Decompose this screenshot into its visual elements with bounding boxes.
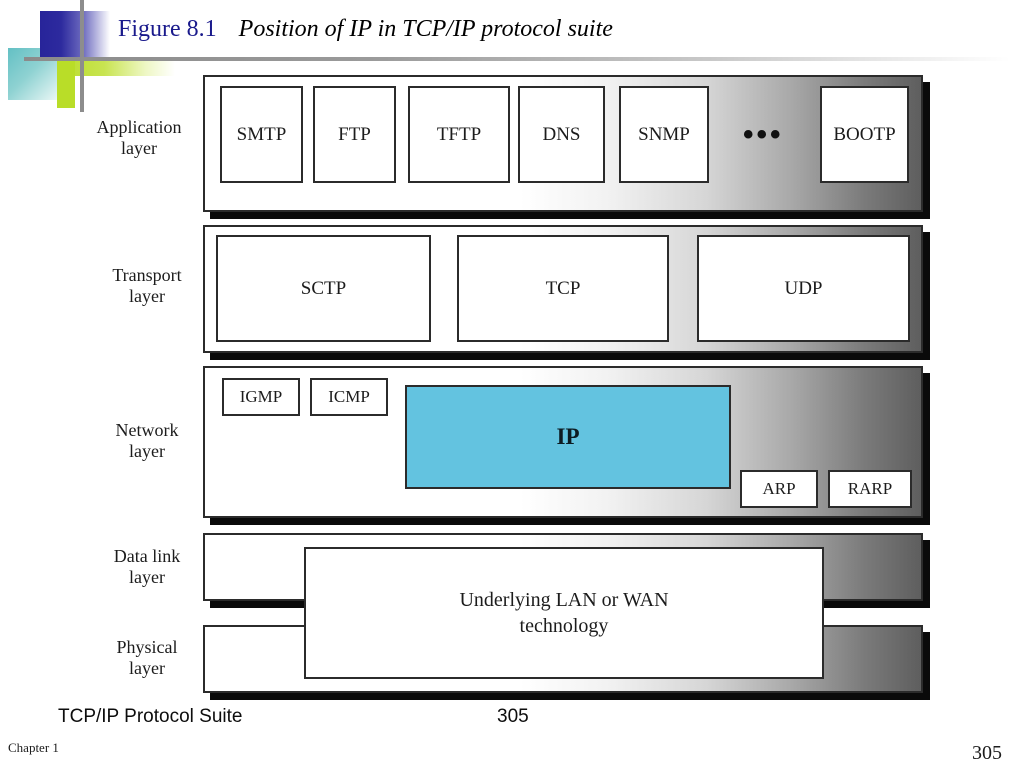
protocol-box-icmp[interactable]: ICMP [310, 378, 388, 416]
protocol-box-bootp[interactable]: BOOTP [820, 86, 909, 183]
header-divider [24, 57, 1010, 61]
logo-navy-square [40, 11, 110, 61]
protocol-box-dns[interactable]: DNS [518, 86, 605, 183]
footer-page-number: 305 [497, 706, 529, 727]
layer-label-transport: Transport layer [72, 265, 222, 307]
protocol-box-udp[interactable]: UDP [697, 235, 910, 342]
layer-label-line2: layer [121, 138, 157, 159]
figure-caption: Position of IP in TCP/IP protocol suite [238, 16, 613, 42]
layer-label-line2: layer [129, 441, 165, 462]
protocol-box-sctp[interactable]: SCTP [216, 235, 431, 342]
underlying-line1: Underlying LAN or WAN [459, 589, 669, 611]
layer-label-network: Network layer [72, 420, 222, 462]
layer-label-line2: layer [129, 658, 165, 679]
layer-label-physical: Physical layer [72, 637, 222, 679]
layer-label-application: Application layer [64, 117, 214, 159]
protocol-box-tftp[interactable]: TFTP [408, 86, 510, 183]
underlying-technology-box[interactable]: Underlying LAN or WAN technology [304, 547, 824, 679]
figure-number: Figure 8.1 [118, 16, 217, 42]
footer-book-title: TCP/IP Protocol Suite [58, 706, 243, 727]
layer-label-line1: Physical [116, 637, 178, 657]
protocol-box-ftp[interactable]: FTP [313, 86, 396, 183]
logo-green-upright [57, 52, 75, 108]
protocol-box-tcp[interactable]: TCP [457, 235, 669, 342]
protocol-box-smtp[interactable]: SMTP [220, 86, 303, 183]
underlying-line2: technology [519, 615, 609, 637]
ellipsis-icon: ••• [743, 118, 784, 151]
protocol-box-igmp[interactable]: IGMP [222, 378, 300, 416]
logo-green-bar [57, 58, 175, 76]
page-title: Figure 8.1 Position of IP in TCP/IP proto… [118, 16, 613, 43]
footer-chapter: Chapter 1 [8, 740, 59, 755]
protocol-box-snmp[interactable]: SNMP [619, 86, 709, 183]
layer-label-line1: Transport [112, 265, 182, 285]
layer-label-datalink: Data link layer [72, 546, 222, 588]
corner-page-number: 305 [972, 742, 1002, 764]
protocol-box-arp[interactable]: ARP [740, 470, 818, 508]
layer-label-line1: Application [96, 117, 182, 137]
logo-vertical-line [80, 0, 84, 112]
layer-label-line1: Data link [113, 546, 181, 566]
layer-label-line2: layer [129, 286, 165, 307]
layer-label-line1: Network [115, 420, 179, 440]
protocol-box-rarp[interactable]: RARP [828, 470, 912, 508]
protocol-box-ip[interactable]: IP [405, 385, 731, 489]
layer-label-line2: layer [129, 567, 165, 588]
